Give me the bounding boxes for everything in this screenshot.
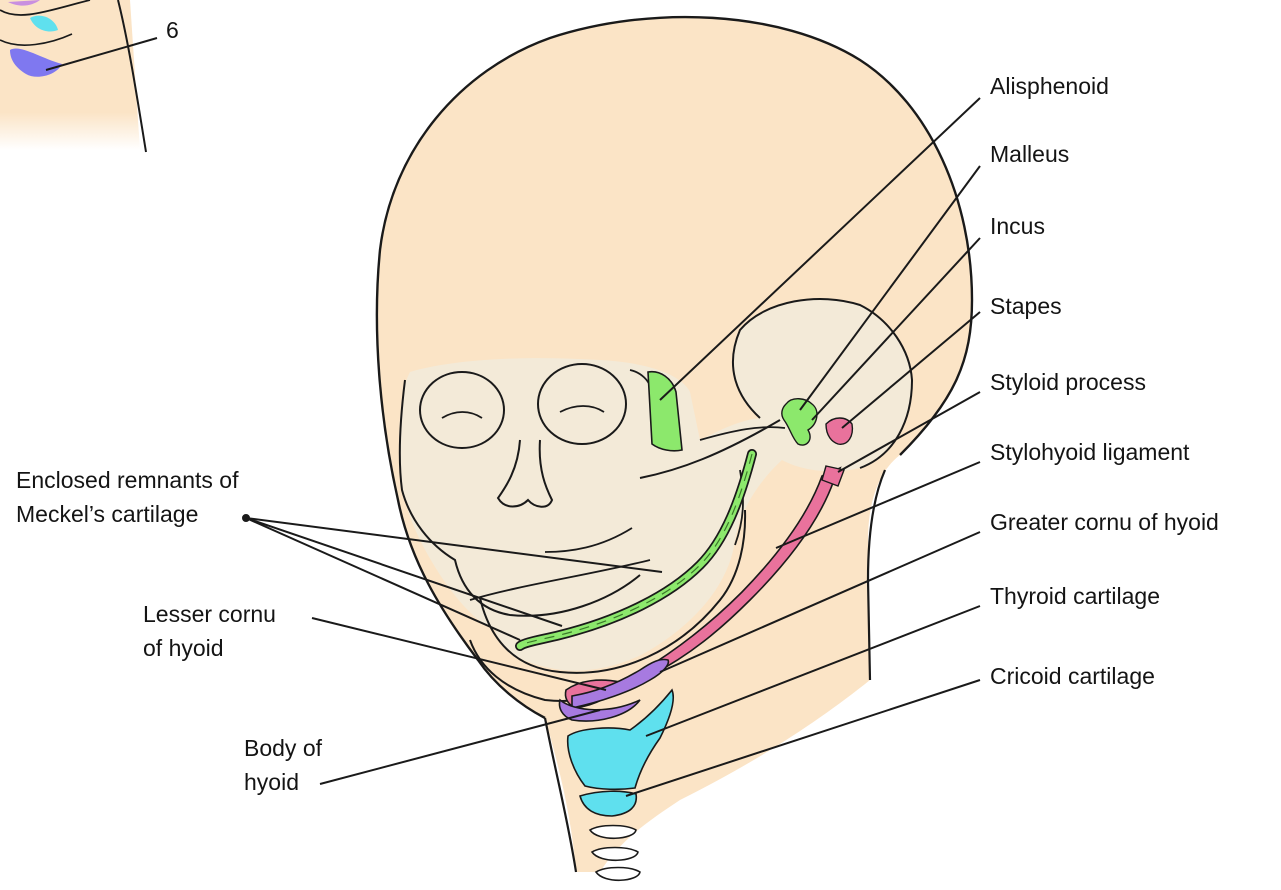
label-lesser-cornu-line2: of hyoid (143, 632, 224, 664)
inset-embryo-fragment (0, 0, 157, 152)
label-styloid-process: Styloid process (990, 366, 1146, 398)
label-alisphenoid: Alisphenoid (990, 70, 1109, 102)
label-stylohyoid-ligament: Stylohyoid ligament (990, 436, 1189, 468)
label-malleus: Malleus (990, 138, 1069, 170)
label-lesser-cornu-line1: Lesser cornu (143, 598, 276, 630)
inset-number-label: 6 (166, 14, 179, 46)
label-incus: Incus (990, 210, 1045, 242)
label-stapes: Stapes (990, 290, 1062, 322)
tracheal-ring (596, 868, 640, 881)
label-meckels-line1: Enclosed remnants of (16, 464, 238, 496)
label-meckels-line2: Meckel’s cartilage (16, 498, 198, 530)
label-body-of-hyoid-line2: hyoid (244, 766, 299, 798)
label-thyroid-cartilage: Thyroid cartilage (990, 580, 1160, 612)
label-body-of-hyoid-line1: Body of (244, 732, 322, 764)
label-cricoid-cartilage: Cricoid cartilage (990, 660, 1155, 692)
label-greater-cornu-of-hyoid: Greater cornu of hyoid (990, 506, 1219, 538)
